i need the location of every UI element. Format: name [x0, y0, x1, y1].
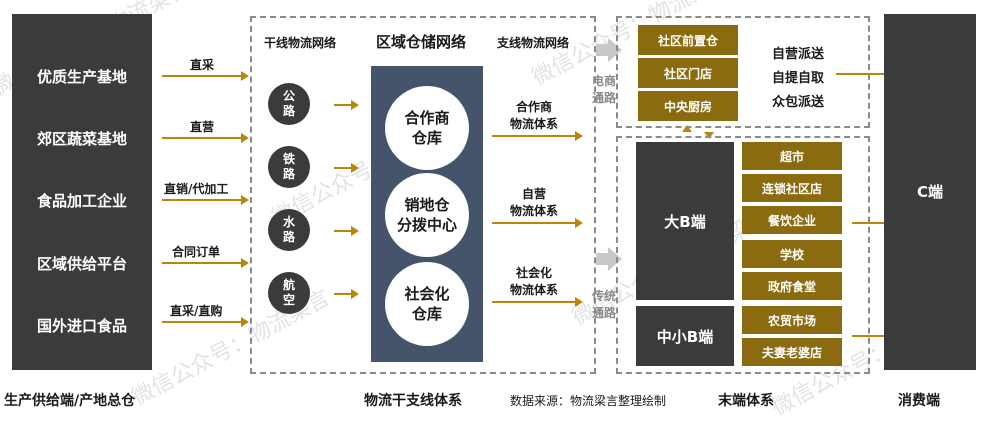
producer-label: 郊区蔬菜基地: [36, 130, 127, 148]
channel-arrow-traditional: [596, 253, 610, 265]
consumer-panel: C端: [884, 14, 976, 370]
mode-char: 路: [282, 167, 295, 181]
footer-producer: 生产供给端/产地总仓: [4, 393, 136, 409]
edge-label: 直销/代加工: [164, 182, 229, 196]
big-b-customer: 大B端: [636, 142, 734, 300]
edge-label: 合同订单: [172, 245, 221, 259]
warehouse-text: 仓库: [411, 305, 442, 323]
mode-char: 空: [282, 293, 295, 307]
mode-char: 航: [282, 278, 295, 292]
flow-arrow: [162, 133, 249, 143]
source-note: 数据来源：物流梁言整理绘制: [510, 394, 667, 408]
transport-mode-water: 水路: [268, 209, 310, 251]
flow-arrow: [162, 195, 249, 205]
ecommerce-frame: [616, 16, 870, 128]
transport-mode-rail: 铁路: [268, 146, 310, 188]
terminal-item: 连锁社区店: [742, 174, 842, 202]
branch-network-label: 支线物流网络: [497, 36, 570, 50]
logistics-system-label: 社会化物流体系: [509, 266, 558, 297]
flow-arrow: [162, 258, 249, 268]
flow-arrow: [492, 297, 583, 307]
vertical-arrow-down: [704, 132, 714, 139]
transport-mode-road: 公路: [268, 83, 310, 125]
producer-panel: 优质生产基地 郊区蔬菜基地 食品加工企业 区域供给平台 国外进口食品: [12, 14, 152, 370]
channel-arrow-ecommerce-head: [608, 38, 622, 62]
delivery-mode: 自提自取: [772, 71, 825, 86]
logistics-system-label: 合作商物流体系: [509, 100, 558, 131]
mode-char: 路: [282, 230, 295, 244]
warehouse-text: 仓库: [411, 129, 442, 147]
small-b-customer: 中小B端: [636, 306, 734, 366]
warehouse-text: 销地仓: [404, 196, 450, 214]
channel-label: 电商通路: [592, 74, 617, 105]
terminal-frame: [616, 136, 870, 374]
warehouse-text: 分拨中心: [396, 216, 457, 234]
trunk-network-label: 干线物流网络: [264, 36, 337, 50]
producer-label: 优质生产基地: [36, 68, 127, 86]
producer-label: 区域供给平台: [36, 255, 127, 273]
logistics-system-label: 自营物流体系: [509, 187, 558, 218]
flow-arrow: [334, 226, 359, 236]
regional-warehouse-title: 区域仓储网络: [376, 33, 467, 51]
channel-label: 传统通路: [592, 289, 617, 320]
producer-label: 食品加工企业: [36, 192, 127, 210]
terminal-item: 餐饮企业: [742, 206, 842, 234]
terminal-item: 农贸市场: [742, 306, 842, 334]
producer-label: 国外进口食品: [36, 317, 127, 335]
edge-label: 直营: [190, 120, 215, 134]
transport-mode-air: 航空: [268, 272, 310, 314]
mode-char: 铁: [282, 152, 295, 166]
warehouse-partner: 合作商仓库: [385, 86, 469, 170]
delivery-mode: 自营派送: [772, 47, 825, 62]
flow-arrow: [162, 317, 249, 327]
community-store: 社区门店: [638, 58, 738, 88]
logistics-frame: [250, 16, 596, 374]
warehouse-social: 社会化仓库: [385, 262, 469, 346]
vertical-arrow-up: [682, 125, 692, 132]
central-kitchen: 中央厨房: [638, 91, 738, 121]
terminal-item: 超市: [742, 142, 842, 170]
flow-arrow: [492, 218, 583, 228]
terminal-item: 学校: [742, 240, 842, 268]
warehouse-panel: 合作商仓库 销地仓分拨中心 社会化仓库: [371, 66, 483, 362]
community-front-warehouse: 社区前置仓: [638, 25, 738, 55]
footer-terminal: 末端体系: [718, 393, 774, 409]
flow-arrow: [334, 289, 359, 299]
terminal-item: 政府食堂: [742, 272, 842, 300]
footer-trunk: 物流干支线体系: [364, 393, 462, 409]
mode-char: 水: [282, 215, 295, 229]
edge-label: 直采: [190, 58, 215, 72]
edge-label: 直采/直购: [170, 304, 223, 318]
warehouse-text: 社会化: [404, 285, 450, 303]
consumer-label: C端: [916, 183, 943, 201]
flow-arrow: [334, 163, 359, 173]
flow-arrow: [162, 71, 249, 81]
channel-arrow-traditional-head: [608, 247, 622, 271]
flow-arrow: [334, 100, 359, 110]
mode-char: 路: [282, 104, 295, 118]
terminal-item: 夫妻老婆店: [742, 338, 842, 366]
mode-char: 公: [282, 89, 295, 103]
delivery-mode: 众包派送: [772, 95, 825, 110]
warehouse-text: 合作商: [404, 109, 450, 127]
flow-arrow: [492, 131, 583, 141]
footer-consumer: 消费端: [898, 393, 940, 409]
channel-arrow-ecommerce: [596, 44, 610, 56]
warehouse-distribution: 销地仓分拨中心: [385, 173, 469, 257]
